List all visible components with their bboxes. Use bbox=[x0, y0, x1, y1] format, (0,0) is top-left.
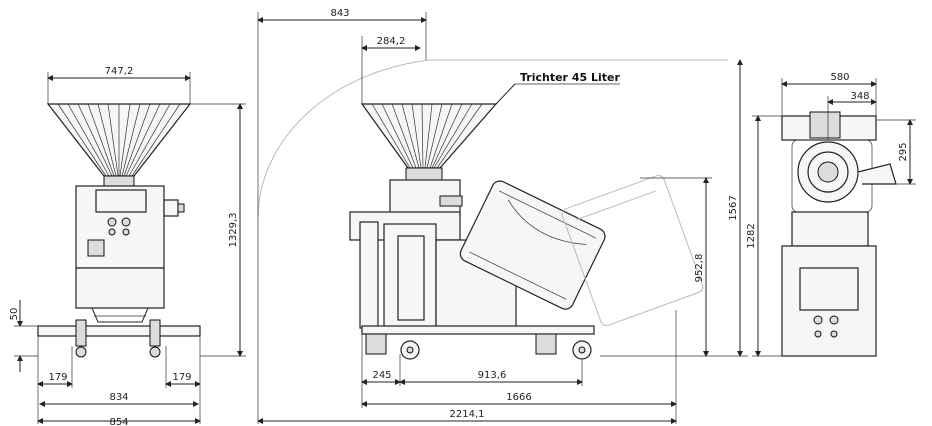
dim-offset-left: 179 bbox=[48, 372, 67, 383]
left-view: 747,2 1329,3 50 179 179 834 854 bbox=[9, 66, 246, 426]
dim-offset-right: 179 bbox=[172, 372, 191, 383]
dim-inner-width: 834 bbox=[109, 392, 128, 403]
hopper-leader bbox=[495, 83, 516, 105]
hopper-funnel-left bbox=[46, 103, 192, 187]
dimensions-left: 747,2 1329,3 50 179 179 834 854 bbox=[9, 66, 246, 426]
dim-right-height: 1282 bbox=[746, 223, 757, 248]
middle-view: Trichter 45 Liter bbox=[257, 8, 748, 424]
dim-wheelbase: 913,6 bbox=[478, 370, 507, 381]
base-frame-left bbox=[37, 319, 201, 358]
dim-frame-height: 50 bbox=[9, 308, 20, 321]
dimensions-right: 580 348 295 1282 bbox=[746, 72, 916, 357]
dim-side-offset: 295 bbox=[898, 142, 909, 161]
dim-length: 1666 bbox=[506, 392, 531, 403]
dim-tilt-height: 952,8 bbox=[694, 254, 705, 283]
machine-body-middle bbox=[349, 174, 704, 360]
dimensions-middle: 843 284,2 952,8 1567 245 913,6 1666 2214… bbox=[257, 8, 748, 424]
dim-hopper-offset: 284,2 bbox=[377, 36, 406, 47]
hopper-funnel-middle bbox=[360, 103, 498, 181]
dim-outer-width: 854 bbox=[109, 417, 128, 426]
dim-top-offset: 843 bbox=[330, 8, 349, 19]
machine-body-left bbox=[75, 185, 185, 323]
dim-right-inner-width: 348 bbox=[850, 91, 869, 102]
hopper-label: Trichter 45 Liter bbox=[520, 71, 620, 84]
dim-right-top-width: 580 bbox=[830, 72, 849, 83]
dim-left-offset: 245 bbox=[372, 370, 391, 381]
machine-body-right bbox=[781, 111, 897, 357]
right-view: 580 348 295 1282 bbox=[746, 72, 916, 357]
dim-total-length: 2214,1 bbox=[450, 409, 485, 420]
dim-height: 1329,3 bbox=[228, 213, 239, 248]
dim-top-width: 747,2 bbox=[105, 66, 134, 77]
dim-total-height: 1567 bbox=[728, 195, 739, 220]
tilt-arc bbox=[257, 59, 728, 219]
